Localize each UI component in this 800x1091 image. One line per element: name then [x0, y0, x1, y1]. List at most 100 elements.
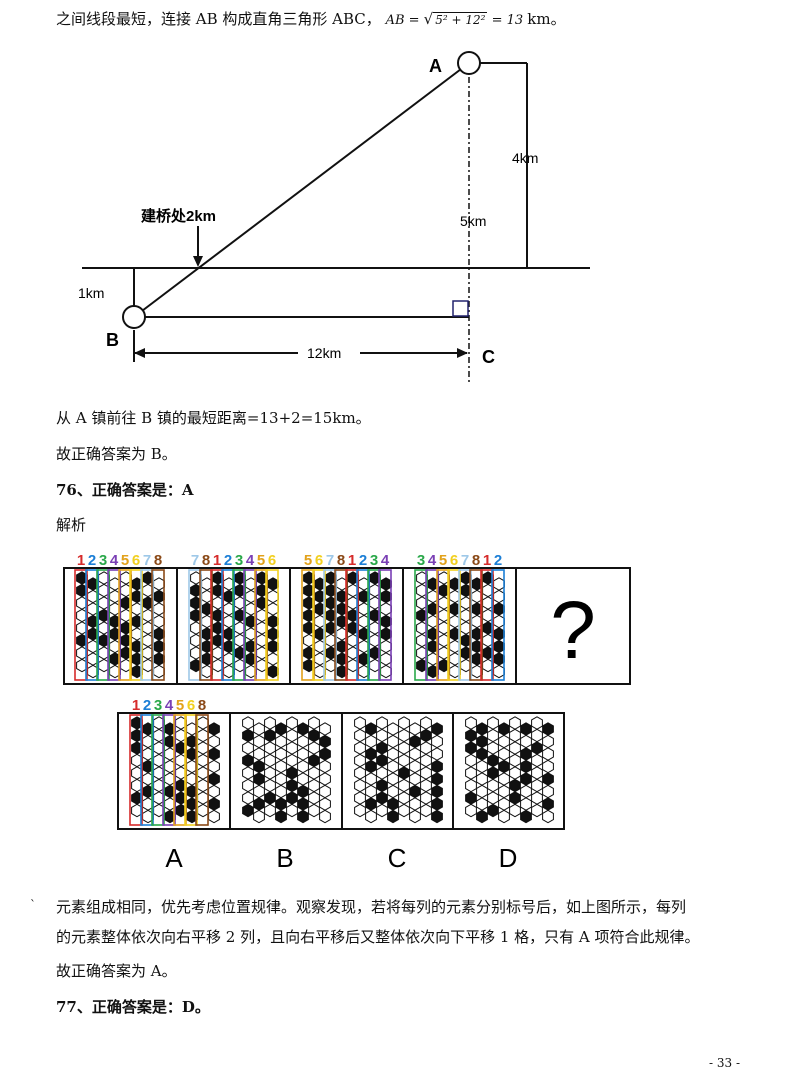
hexagon-cell	[531, 778, 543, 793]
hexagon-cell	[376, 791, 388, 805]
column-number: 1	[348, 552, 356, 569]
column-number: 1	[483, 552, 491, 569]
hexagon-cell	[275, 734, 287, 749]
hexagon-cell	[242, 716, 254, 730]
hexagon-cell	[253, 797, 265, 811]
column-number: 1	[77, 552, 85, 569]
hexagon-cell	[398, 728, 410, 743]
hexagon-cell	[465, 791, 477, 805]
column-highlight	[480, 569, 494, 681]
hexagon-cell	[354, 741, 366, 755]
hexagon-cell	[319, 797, 331, 811]
hexagon-cell	[542, 759, 554, 774]
hexagon-cell	[509, 728, 521, 743]
hexagon-cell	[286, 741, 298, 755]
hexagon-cell	[409, 784, 421, 799]
column-number: 3	[370, 552, 378, 569]
hexagon-cell	[431, 809, 443, 824]
hexagon-cell	[387, 759, 399, 774]
hexagon-cell	[509, 791, 521, 805]
hexagon-cell	[387, 747, 399, 761]
hexagon-cell	[420, 728, 432, 743]
hexagon-cell	[308, 791, 320, 805]
hexagon-cell	[267, 627, 279, 641]
hexagon-cell	[376, 803, 388, 818]
hexagon-cell	[319, 722, 331, 736]
hexagon-cell	[197, 716, 209, 730]
sqrt-sign: √	[423, 10, 434, 28]
hexagon-cell	[264, 716, 276, 730]
hexagon-cell	[380, 627, 392, 641]
label-b: B	[106, 330, 119, 350]
hexagon-cell	[354, 803, 366, 818]
hexagon-cell	[493, 627, 505, 641]
hexagon-cell	[319, 759, 331, 774]
hexagon-cell	[420, 741, 432, 755]
hexagon-cell	[498, 784, 510, 799]
hexagon-cell	[354, 766, 366, 780]
hexagon-cell	[275, 759, 287, 774]
column-highlight	[188, 569, 202, 681]
hexagon-cell	[431, 772, 443, 786]
hexagon-cell	[531, 753, 543, 768]
hexagon-cell	[476, 772, 488, 786]
column-number: 4	[246, 552, 255, 569]
hexagon-cell	[376, 778, 388, 793]
answer-75: 故正确答案为 B。	[56, 445, 177, 463]
column-highlight	[107, 569, 121, 681]
hexagon-cell	[308, 728, 320, 743]
hexagon-cell	[498, 722, 510, 736]
option-panel-d	[465, 716, 554, 824]
hexagon-cell	[197, 741, 209, 755]
hexagon-cell	[354, 791, 366, 805]
hexagon-cell	[542, 734, 554, 749]
hexagon-cell	[319, 747, 331, 761]
hexagon-cell	[354, 728, 366, 743]
hexagon-cell	[542, 797, 554, 811]
hexagon-cell	[476, 734, 488, 749]
column-number: 6	[450, 552, 458, 569]
intro-text: 之间线段最短，连接 AB 构成直角三角形 ABC，	[56, 10, 381, 28]
column-highlight	[184, 714, 198, 826]
label-bridge: 建桥处2km	[141, 207, 216, 225]
column-highlight	[232, 569, 246, 681]
hexagon-cell	[286, 716, 298, 730]
hexagon-cell	[509, 716, 521, 730]
column-highlight	[356, 569, 370, 681]
hexagon-cell	[476, 759, 488, 774]
q77-heading: 77、正确答案是：D。	[56, 998, 210, 1016]
hexagon-cell	[409, 734, 421, 749]
hexagon-cell	[476, 747, 488, 761]
hexagon-cell	[242, 803, 254, 818]
hexagon-cell	[380, 652, 392, 666]
hexagon-cell	[387, 772, 399, 786]
triangle-diagram: A B C 建桥处2km 4km 5km 1km 12km	[78, 51, 590, 385]
hexagon-cell	[380, 614, 392, 629]
hexagon-cell	[542, 772, 554, 786]
hexagon-cell	[208, 797, 220, 811]
hexagon-cell	[509, 753, 521, 768]
hexagon-cell	[267, 602, 279, 616]
distance-line: 从 A 镇前往 B 镇的最短距离=13+2=15km。	[56, 409, 371, 427]
hexagon-cell	[297, 759, 309, 774]
hexagon-cell	[380, 602, 392, 616]
hexagon-cell	[365, 747, 377, 761]
column-number: 2	[224, 552, 232, 569]
hexagon-cell	[476, 797, 488, 811]
hexagon-cell	[297, 722, 309, 736]
label-4km: 4km	[512, 150, 538, 166]
column-highlight	[162, 714, 176, 826]
column-highlight	[436, 569, 450, 681]
bullet-mark: `	[30, 898, 36, 912]
hexagon-cell	[465, 803, 477, 818]
column-number: 5	[439, 552, 447, 569]
hexagon-cell	[531, 766, 543, 780]
column-highlight	[378, 569, 392, 681]
hexagon-cell	[354, 753, 366, 768]
hexagon-cell	[264, 791, 276, 805]
hexagon-cell	[354, 716, 366, 730]
hexagon-cell	[267, 652, 279, 666]
